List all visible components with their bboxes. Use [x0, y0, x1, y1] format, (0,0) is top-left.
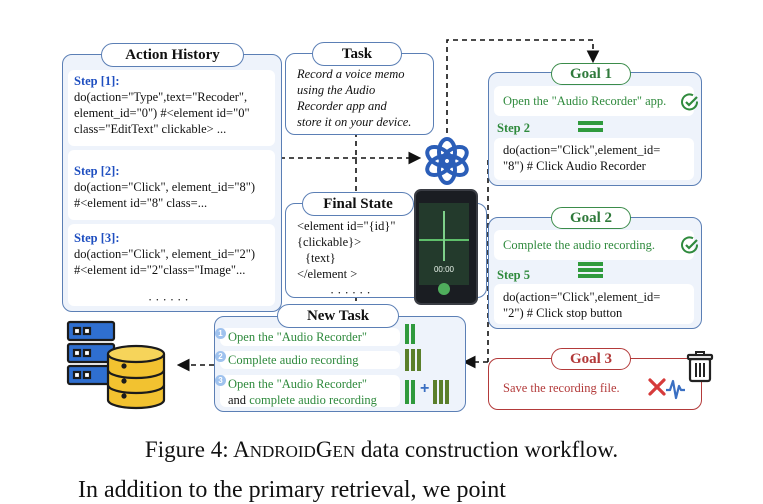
caption-name-b: NDROID [249, 442, 316, 461]
goal2-code-line1: do(action="Click",element_id= [503, 290, 661, 304]
task-line4: store it on your device. [297, 115, 412, 129]
caption-name-a: A [233, 437, 250, 462]
goal3-description: Save the recording file. [503, 381, 620, 395]
new-task-item2-bar-3 [417, 349, 421, 371]
goal2-progress-bar-3 [578, 274, 603, 278]
goal2-progress-bar-2 [578, 268, 603, 272]
final-state-line1: <element id="{id}" [297, 219, 396, 233]
plus-symbol: + [420, 380, 430, 397]
task-line3: Recorder app and [297, 99, 387, 113]
new-task-item1-bar [405, 324, 409, 344]
phone-record-button [438, 283, 450, 295]
history-step2-line1: do(action="Click", element_id="8") [74, 180, 255, 194]
new-task-item3-plain: and [228, 393, 250, 407]
new-task-item2-number: 2 [215, 351, 226, 362]
history-step1-line1: do(action="Type",text="Recoder", [74, 90, 248, 104]
goal2-code: do(action="Click",element_id= "2") # Cli… [503, 289, 660, 321]
caption-name-c: G [315, 437, 333, 462]
new-task-item3-bar-a2 [411, 380, 415, 404]
new-task-item3-number: 3 [215, 375, 226, 386]
new-task-item3-bar-b3 [445, 380, 449, 404]
goal2-step-label: Step 5 [497, 268, 530, 282]
goal1-desc-box [494, 86, 694, 116]
goal2-check-icon [681, 236, 699, 254]
figure-caption: Figure 4: ANDROIDGEN data construction w… [0, 437, 763, 463]
phone-marker [443, 211, 445, 261]
history-step3-box [68, 224, 275, 306]
history-step2-label: Step [2]: [74, 164, 120, 178]
new-task-item1-number: 1 [215, 328, 226, 339]
history-step2: Step [2]: do(action="Click", element_id=… [74, 164, 274, 211]
new-task-item3-box [220, 375, 400, 407]
goal1-code-line2: "8") # Click Audio Recorder [503, 159, 646, 173]
goal2-code-line2: "2") # Click stop button [503, 306, 623, 320]
history-step3-line1: do(action="Click", element_id="2") [74, 247, 255, 261]
goal1-code-box [494, 138, 694, 180]
new-task-item2-bar-1 [405, 349, 409, 371]
task-text: Record a voice memo using the Audio Reco… [297, 66, 432, 130]
phone-time: 00:00 [433, 265, 455, 274]
database-icon [66, 320, 166, 410]
new-task-item1-bar-2 [411, 324, 415, 344]
task-line2: using the Audio [297, 83, 376, 97]
final-state-line2: {clickable}> [297, 235, 362, 249]
final-state-ellipsis: · · · · · · [330, 286, 371, 300]
final-state-line4: </element > [297, 267, 358, 281]
caption-name-d: EN [332, 442, 356, 461]
history-step3-line2: #<element id="2"class="Image"... [74, 263, 246, 277]
new-task-title: New Task [277, 304, 399, 328]
history-step2-box [68, 150, 275, 220]
final-state-title: Final State [302, 192, 414, 216]
history-step1-line2: element_id="0") #<element id="0" [74, 106, 250, 120]
goal1-check-icon [681, 93, 699, 111]
new-task-item3-green: complete audio recording [249, 393, 377, 407]
history-ellipsis: · · · · · · [148, 293, 189, 307]
final-state-line3: {text} [305, 251, 336, 265]
phone-screenshot: 00:00 [414, 189, 478, 305]
new-task-item2-text: Complete audio recording [228, 353, 359, 367]
caption-suffix: data construction workflow. [355, 437, 619, 462]
new-task-item3-bar-b1 [433, 380, 437, 404]
goal2-description: Complete the audio recording. [503, 238, 656, 252]
history-step1-box [68, 70, 275, 146]
goal1-code-line1: do(action="Click",element_id= [503, 143, 661, 157]
goal2-progress-bar-1 [578, 262, 603, 266]
new-task-item2-bar-2 [411, 349, 415, 371]
llm-icon [425, 137, 469, 185]
task-title: Task [312, 42, 402, 66]
goal3-title: Goal 3 [551, 348, 631, 370]
goal2-desc-box [494, 230, 694, 260]
goal2-code-box [494, 284, 694, 324]
failure-icon [648, 378, 685, 400]
history-step1-label: Step [1]: [74, 74, 120, 88]
new-task-item3-bar-b2 [439, 380, 443, 404]
new-task-item3-bar-a1 [405, 380, 409, 404]
goal1-progress-bar [578, 121, 603, 125]
action-history-title: Action History [101, 43, 244, 67]
task-panel [285, 53, 434, 135]
new-task-item1-box [220, 328, 400, 346]
new-task-item3-line2: and complete audio recording [228, 393, 377, 408]
body-text-partial: In addition to the primary retrieval, we… [78, 477, 506, 503]
goal2-title: Goal 2 [551, 207, 631, 229]
goal1-title: Goal 1 [551, 63, 631, 85]
goal1-code: do(action="Click",element_id= "8") # Cli… [503, 142, 660, 174]
history-step3-label: Step [3]: [74, 231, 120, 245]
llm-to-goal1-arrow [446, 39, 600, 133]
history-step1-line3: class="EditText" clickable> ... [74, 122, 227, 136]
history-step2-line2: #<element id="8" class=... [74, 196, 208, 210]
history-step1: Step [1]: do(action="Type",text="Recoder… [74, 74, 274, 137]
task-line1: Record a voice memo [297, 67, 405, 81]
new-task-item2-box [220, 351, 400, 369]
history-step3: Step [3]: do(action="Click", element_id=… [74, 231, 274, 278]
goal1-step-label: Step 2 [497, 121, 530, 135]
caption-prefix: Figure 4: [144, 437, 234, 462]
trash-icon [686, 351, 714, 383]
new-task-item3-text: Open the "Audio Recorder" [228, 377, 367, 391]
new-task-item1-text: Open the "Audio Recorder" [228, 330, 367, 344]
goal1-progress-bar-2 [578, 128, 603, 132]
final-state-text: <element id="{id}" {clickable}> {text} <… [297, 218, 422, 282]
goal1-description: Open the "Audio Recorder" app. [503, 94, 667, 108]
